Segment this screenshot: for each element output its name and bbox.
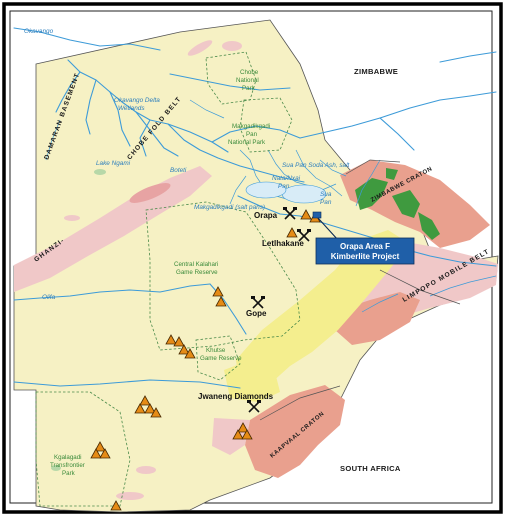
triangle-icon — [241, 429, 253, 440]
label-khutse-2: Game Reserve — [200, 355, 242, 362]
label-makgadikgadi-3: National Park — [228, 139, 266, 146]
triangle-icon — [178, 344, 190, 355]
kalahari-sand-west — [224, 360, 280, 402]
triangle-icon — [144, 403, 156, 414]
label-chobe-2: National — [236, 77, 259, 84]
label-nxai-2: Pan — [278, 183, 290, 190]
label-chobe-3: Park — [242, 85, 256, 92]
nxai-pan-shape — [245, 181, 287, 199]
label-sua-pan-salt: Sua Pan Soda Ash, salt — [282, 162, 349, 169]
triangle-icon — [300, 209, 312, 220]
label-sua-pan-1: Sua — [320, 191, 332, 198]
triangle-icon — [237, 422, 249, 433]
label-orapa: Orapa — [254, 211, 278, 220]
limpopo-fault-line — [379, 269, 461, 305]
project-callout-line2: Kimberlite Project — [331, 252, 400, 261]
kaapvaal-craton-area — [245, 385, 345, 478]
triangle-icon — [215, 296, 227, 307]
triangle-icon — [173, 336, 185, 347]
label-south-africa: SOUTH AFRICA — [340, 464, 401, 473]
map-border — [2, 2, 503, 514]
triangle-icon — [134, 403, 146, 414]
mine-symbols — [247, 207, 311, 413]
label-makgadikgadi-2: Pan — [246, 131, 258, 138]
label-khutse-1: Khutse — [206, 347, 226, 354]
greenstone-belt-3 — [418, 212, 440, 240]
kalahari-sand-area — [236, 230, 410, 392]
label-okavango-delta-1: Okavango Delta — [114, 97, 160, 104]
crossed-hammers-icon — [247, 400, 261, 413]
label-jwaneng: Jwaneng Diamonds — [198, 392, 274, 401]
label-ckgr-1: Central Kalahari — [174, 261, 218, 268]
label-zimbabwe: ZIMBABWE — [354, 67, 398, 76]
crossed-hammers-icon — [251, 296, 265, 309]
label-makgadikgadi-1: Makgadikgadi — [232, 123, 270, 130]
greenstone-belt-2 — [392, 190, 420, 218]
zimbabwe-boundary-line — [345, 159, 401, 175]
label-kgalagadi-2: Transfrontier — [50, 462, 85, 469]
crossed-hammers-icon — [297, 229, 311, 242]
triangle-icon — [94, 441, 106, 452]
label-olifants: Olifa — [42, 294, 56, 301]
protected-area-boundaries — [35, 51, 301, 507]
label-ckgr-2: Game Reserve — [176, 269, 218, 276]
label-kgalagadi-1: Kgalagadi — [54, 454, 82, 461]
label-letlhakane: Letlhakane — [262, 239, 304, 248]
greenstone-belt-4 — [386, 168, 398, 180]
ghanzi-chobe-belt-area — [14, 166, 212, 292]
label-okavango: Okavango — [24, 28, 54, 35]
label-kgalagadi-3: Park — [62, 470, 76, 477]
label-nxai-1: Nata/Nxai — [272, 175, 301, 182]
greenstone-belt-1 — [355, 178, 388, 210]
triangle-icon — [99, 448, 111, 459]
kaapvaal-boundary-line — [259, 385, 341, 421]
label-okavango-delta-2: Wetlands — [118, 105, 145, 112]
triangle-icon — [232, 429, 244, 440]
triangle-icon — [286, 227, 298, 238]
triangle-icon — [90, 448, 102, 459]
triangle-icon — [212, 286, 224, 297]
project-callout-box — [315, 237, 415, 265]
project-callout-line1: Orapa Area F — [340, 242, 390, 251]
label-gope: Gope — [246, 309, 267, 318]
triangle-icon — [184, 348, 196, 359]
label-makgadikgadi-salt: Makgadikgadi (salt pans) — [194, 204, 265, 211]
triangle-icon — [110, 500, 122, 511]
kimberlite-markers — [90, 209, 321, 511]
label-boteti: Boteti — [170, 167, 187, 174]
project-leader-line — [317, 217, 339, 241]
label-lake-ngami: Lake Ngami — [96, 160, 131, 167]
triangle-icon — [165, 334, 177, 345]
triangle-icon — [139, 395, 151, 406]
project-callout: Orapa Area F Kimberlite Project — [315, 237, 415, 265]
label-sua-pan-2: Pan — [320, 199, 332, 206]
label-chobe-1: Chobe — [240, 69, 259, 76]
crossed-hammers-icon — [283, 207, 297, 220]
triangle-icon — [150, 407, 162, 418]
project-marker — [312, 211, 322, 219]
